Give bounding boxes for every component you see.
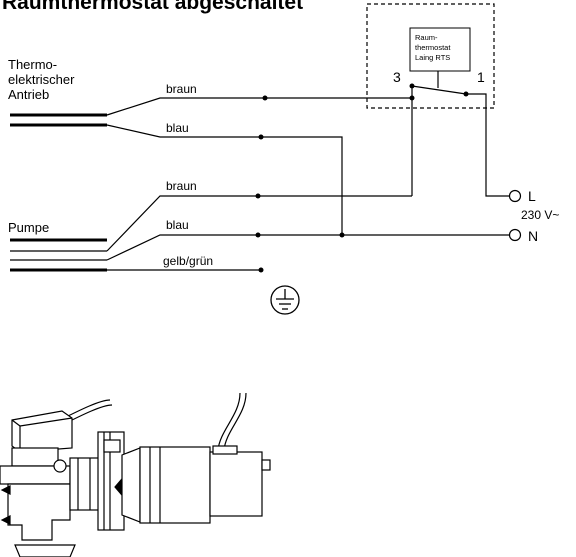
terminal-l-label: L [528, 188, 536, 204]
pump-wire-braun [106, 195, 412, 252]
pump-wire-braun-label: braun [166, 179, 197, 193]
junction-dot [339, 232, 345, 238]
diagram-title: Raumthermostat abgeschaltet [2, 0, 303, 14]
terminal-n-circle [508, 228, 522, 242]
actuator-wire-braun [106, 97, 412, 116]
thermostat-box [409, 27, 471, 72]
junction-dot [255, 193, 261, 199]
junction-dot [255, 232, 261, 238]
ground-icon [270, 285, 300, 315]
thermostat-text-1: Raum- [415, 33, 438, 42]
actuator-label-1: Thermo- [8, 57, 57, 72]
actuator-wire-blau-label: blau [166, 121, 189, 135]
actuator-label-3: Antrieb [8, 87, 49, 102]
junction-dot [409, 95, 415, 101]
pump-wire-gelbgruen-label: gelb/grün [163, 254, 213, 268]
terminal-3-label: 3 [393, 69, 401, 85]
junction-dot [262, 95, 268, 101]
thermostat-switch-lever [411, 85, 467, 95]
terminal-1-to-l [466, 93, 510, 197]
actuator-label-2: elektrischer [8, 72, 75, 87]
terminal-l-circle [508, 189, 522, 203]
junction-dot [258, 134, 264, 140]
pump-wire-blau [106, 234, 510, 261]
junction-dot [258, 267, 264, 273]
supply-voltage-label: 230 V~ [521, 208, 559, 222]
pump-assembly-illustration [0, 392, 271, 557]
terminal-n-label: N [528, 228, 538, 244]
thermostat-text-2: thermostat [415, 43, 451, 52]
actuator-wire-blau [106, 124, 343, 235]
thermostat-text-3: Laing RTS [415, 53, 450, 62]
thermostat-enclosure [366, 3, 495, 109]
pump-wire-blau-label: blau [166, 218, 189, 232]
pump-label: Pumpe [8, 220, 49, 235]
terminal-1-label: 1 [477, 69, 485, 85]
actuator-wire-braun-label: braun [166, 82, 197, 96]
